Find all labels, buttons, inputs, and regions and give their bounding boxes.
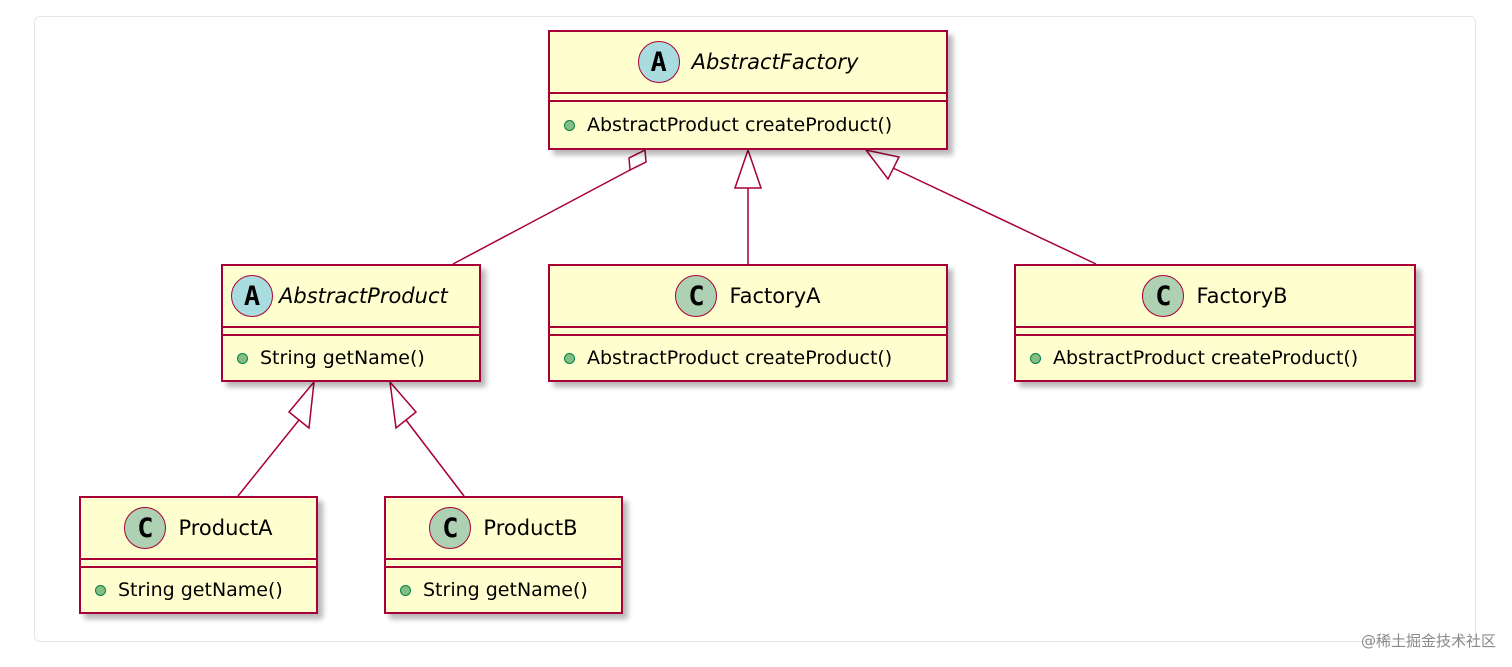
inherit-arrow-producta [287, 379, 316, 430]
class-name: ProductB [483, 516, 578, 540]
inherit-arrow-productb [388, 379, 418, 430]
inherit-arrow-factoryb [864, 148, 901, 181]
aggregation-diamond [628, 148, 647, 172]
class-product-a: C ProductA String getName() [79, 496, 318, 614]
class-badge-icon: C [675, 275, 718, 317]
class-badge-icon: C [124, 507, 167, 549]
edge-productb-inherit [405, 419, 465, 497]
attribute-compartment [1016, 328, 1414, 336]
class-name: AbstractProduct [279, 284, 448, 308]
class-abstract-factory: A AbstractFactory AbstractProduct create… [548, 30, 948, 150]
class-name: FactoryB [1196, 284, 1288, 308]
method-signature: AbstractProduct createProduct() [587, 114, 893, 136]
method-compartment: AbstractProduct createProduct() [1016, 336, 1414, 380]
attribute-compartment [386, 560, 621, 568]
public-visibility-icon [564, 352, 575, 364]
method-signature: AbstractProduct createProduct() [587, 347, 893, 369]
class-header: C FactoryA [550, 266, 946, 328]
attribute-compartment [81, 560, 316, 568]
abstract-class-badge-icon: A [231, 275, 273, 317]
class-header: C ProductA [81, 498, 316, 560]
method-compartment: AbstractProduct createProduct() [550, 102, 946, 148]
public-visibility-icon [1030, 352, 1041, 364]
method-signature: String getName() [260, 347, 425, 369]
public-visibility-icon [237, 352, 248, 364]
class-name: AbstractFactory [691, 50, 859, 74]
class-abstract-product: A AbstractProduct String getName() [221, 264, 481, 382]
class-badge-icon: C [429, 507, 472, 549]
method-compartment: String getName() [223, 336, 479, 380]
class-factory-a: C FactoryA AbstractProduct createProduct… [548, 264, 948, 382]
edge-factoryb-inherit [892, 167, 1097, 265]
method-compartment: String getName() [81, 568, 316, 612]
method-signature: AbstractProduct createProduct() [1053, 347, 1359, 369]
public-visibility-icon [564, 119, 575, 131]
edge-aggregation [452, 169, 631, 265]
public-visibility-icon [95, 584, 106, 596]
edge-producta-inherit [237, 419, 300, 497]
class-header: A AbstractFactory [550, 32, 946, 94]
class-badge-icon: C [1142, 275, 1185, 317]
inherit-arrow-factorya [733, 147, 763, 189]
public-visibility-icon [400, 584, 411, 596]
method-signature: String getName() [423, 579, 588, 601]
method-signature: String getName() [118, 579, 283, 601]
class-header: C ProductB [386, 498, 621, 560]
attribute-compartment [223, 328, 479, 336]
attribute-compartment [550, 94, 946, 102]
watermark: @稀土掘金技术社区 [1360, 632, 1496, 650]
class-product-b: C ProductB String getName() [384, 496, 623, 614]
class-name: FactoryA [729, 284, 821, 308]
method-compartment: AbstractProduct createProduct() [550, 336, 946, 380]
class-factory-b: C FactoryB AbstractProduct createProduct… [1014, 264, 1416, 382]
method-compartment: String getName() [386, 568, 621, 612]
abstract-class-badge-icon: A [637, 41, 680, 83]
class-header: A AbstractProduct [223, 266, 479, 328]
attribute-compartment [550, 328, 946, 336]
class-name: ProductA [178, 516, 273, 540]
class-header: C FactoryB [1016, 266, 1414, 328]
